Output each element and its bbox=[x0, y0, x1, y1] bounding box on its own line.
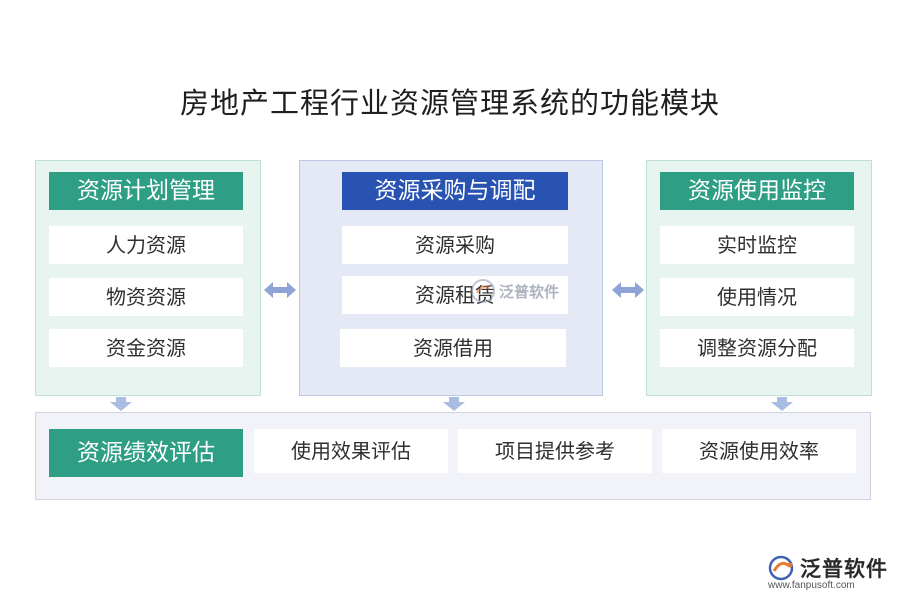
left-item-funds: 资金资源 bbox=[49, 329, 243, 367]
mid-item-purchase: 资源采购 bbox=[342, 226, 568, 264]
resource-planning-heading: 资源计划管理 bbox=[49, 172, 243, 210]
bottom-item-effect: 使用效果评估 bbox=[254, 429, 448, 473]
double-arrow-icon bbox=[264, 282, 296, 298]
fanpu-logo-icon bbox=[768, 555, 794, 581]
fanpu-logo-icon bbox=[471, 279, 495, 303]
left-item-material: 物资资源 bbox=[49, 278, 243, 316]
right-item-adjust: 调整资源分配 bbox=[660, 329, 854, 367]
bottom-item-efficiency: 资源使用效率 bbox=[662, 429, 856, 473]
watermark-text: 泛普软件 bbox=[499, 282, 560, 301]
diagram-title: 房地产工程行业资源管理系统的功能模块 bbox=[179, 86, 720, 120]
right-item-realtime: 实时监控 bbox=[660, 226, 854, 264]
down-arrow-icon bbox=[443, 397, 465, 411]
down-arrow-icon bbox=[110, 397, 132, 411]
logo-text: 泛普软件 bbox=[800, 557, 888, 581]
right-item-usage: 使用情况 bbox=[660, 278, 854, 316]
usage-monitoring-heading: 资源使用监控 bbox=[660, 172, 854, 210]
procurement-panel: 资源采购与调配 资源采购 资源租赁 资源借用 bbox=[299, 160, 603, 396]
fanpu-logo: 泛普软件 bbox=[768, 553, 888, 583]
performance-evaluation-panel: 资源绩效评估 使用效果评估 项目提供参考 资源使用效率 bbox=[35, 412, 871, 500]
double-arrow-icon bbox=[612, 282, 644, 298]
mid-item-borrow: 资源借用 bbox=[340, 329, 566, 367]
watermark: 泛普软件 bbox=[470, 278, 559, 304]
usage-monitoring-panel: 资源使用监控 实时监控 使用情况 调整资源分配 bbox=[646, 160, 872, 396]
logo-url: www.fanpusoft.com bbox=[768, 580, 855, 591]
procurement-heading: 资源采购与调配 bbox=[342, 172, 568, 210]
bottom-item-reference: 项目提供参考 bbox=[458, 429, 652, 473]
resource-planning-panel: 资源计划管理 人力资源 物资资源 资金资源 bbox=[35, 160, 261, 396]
left-item-human: 人力资源 bbox=[49, 226, 243, 264]
performance-evaluation-heading: 资源绩效评估 bbox=[49, 429, 243, 477]
down-arrow-icon bbox=[771, 397, 793, 411]
